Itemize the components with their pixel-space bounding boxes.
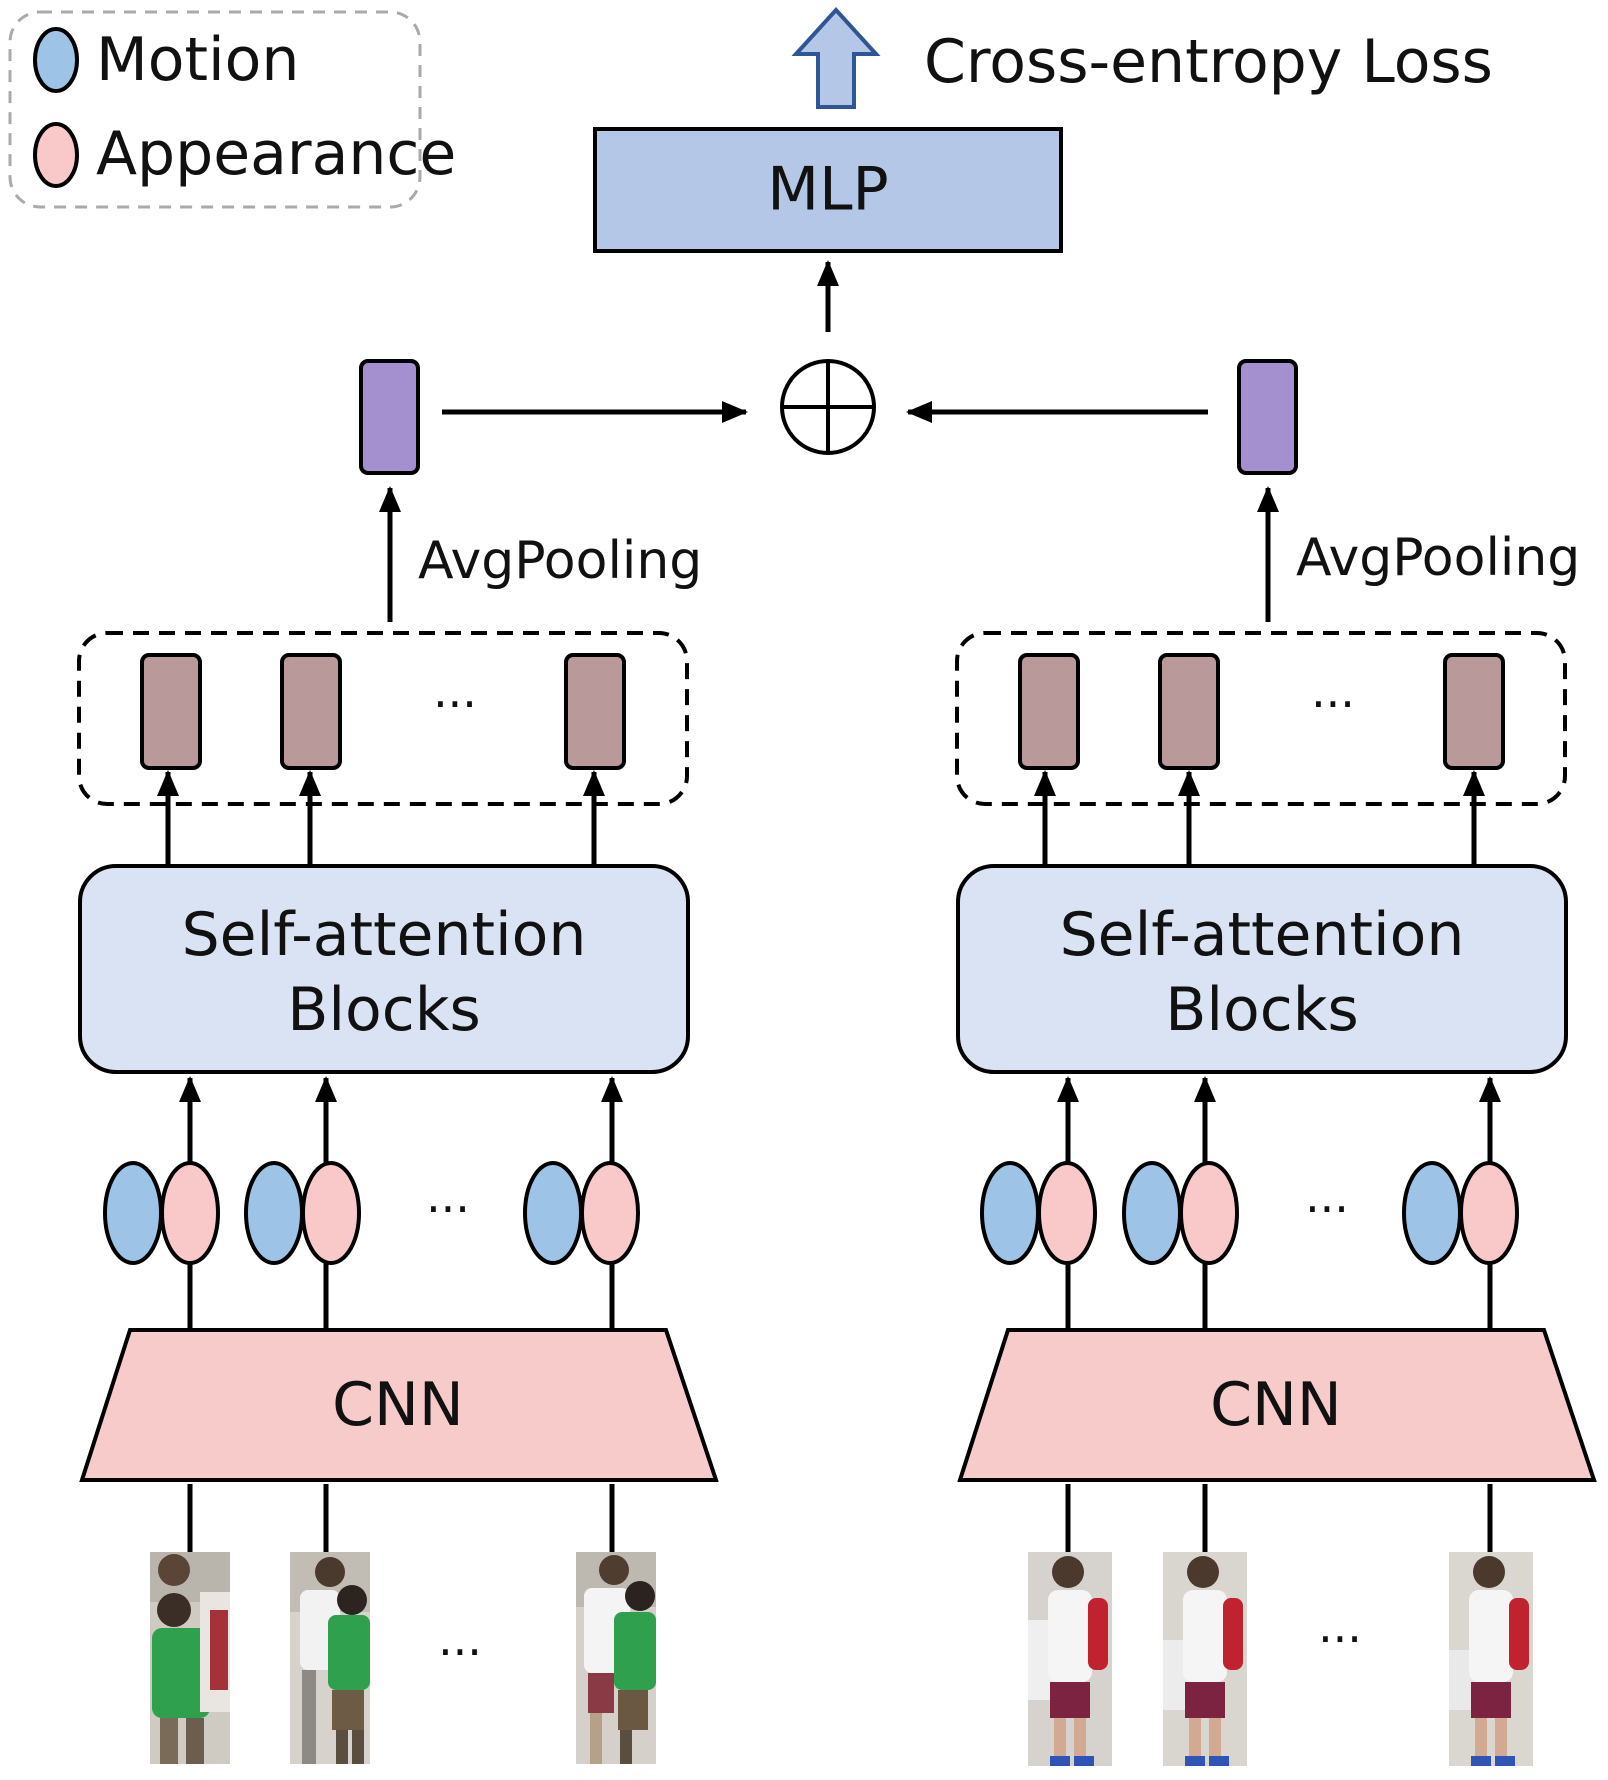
mlp-box [593, 127, 1063, 253]
input-frame [150, 1552, 230, 1764]
avgpool-label: AvgPooling [418, 531, 702, 591]
feature-pair [103, 1161, 220, 1265]
pair-ellipsis: ··· [426, 1182, 470, 1236]
appearance-token-icon [1037, 1161, 1097, 1265]
motion-token-icon [1122, 1161, 1182, 1265]
motion-token-icon [103, 1161, 163, 1265]
appearance-token-icon [160, 1161, 220, 1265]
input-frame [1028, 1552, 1112, 1766]
loss-output: Cross-entropy Loss [791, 7, 1493, 109]
loss-arrow-icon [791, 7, 881, 109]
motion-token-icon [244, 1161, 304, 1265]
output-token [1018, 653, 1080, 770]
output-token [564, 653, 626, 770]
self-attention-label-line1: Self-attention [1060, 900, 1465, 970]
self-attention-block [956, 864, 1568, 1074]
pair-ellipsis: ··· [1305, 1182, 1349, 1236]
appearance-legend-label: Appearance [96, 119, 456, 189]
sum-node [780, 359, 876, 455]
feature-pair [244, 1161, 361, 1265]
input-frame [1449, 1552, 1533, 1766]
input-frame [290, 1552, 370, 1764]
appearance-token-icon [580, 1161, 640, 1265]
right-branch: AvgPooling ··· Self-attention Blocks [955, 359, 1597, 1766]
motion-token-icon [980, 1161, 1040, 1265]
output-token [1158, 653, 1220, 770]
output-token [280, 653, 342, 770]
motion-legend-label: Motion [96, 25, 299, 95]
motion-token-icon [1402, 1161, 1462, 1265]
feature-pair [1122, 1161, 1239, 1265]
feature-pair [523, 1161, 640, 1265]
self-attention-label-line2: Blocks [287, 975, 481, 1045]
output-token [140, 653, 202, 770]
pooled-feature [1237, 359, 1298, 475]
self-attention-label-line2: Blocks [1165, 975, 1359, 1045]
token-group-frame [955, 631, 1567, 806]
input-frame [576, 1552, 656, 1764]
token-group-frame [77, 631, 689, 806]
self-attention-block [78, 864, 690, 1074]
input-frame [1163, 1552, 1247, 1766]
feature-pair [1402, 1161, 1519, 1265]
token-ellipsis: ··· [433, 677, 477, 731]
left-branch: AvgPooling ··· Self-attention Blocks [77, 359, 719, 1764]
motion-token-icon [523, 1161, 583, 1265]
self-attention-label-line1: Self-attention [182, 900, 587, 970]
mlp-label: MLP [767, 155, 888, 225]
mlp-block: MLP [593, 127, 1063, 253]
loss-label: Cross-entropy Loss [924, 27, 1493, 97]
feature-pair [980, 1161, 1097, 1265]
appearance-token-icon [1179, 1161, 1239, 1265]
token-ellipsis: ··· [1311, 677, 1355, 731]
motion-legend-icon [33, 27, 79, 93]
output-token [1443, 653, 1505, 770]
appearance-legend-icon [33, 122, 79, 188]
frame-ellipsis: ··· [1318, 1612, 1362, 1666]
cnn-block [957, 1328, 1597, 1482]
frame-ellipsis: ··· [438, 1625, 482, 1679]
appearance-token-icon [1459, 1161, 1519, 1265]
pooled-feature [359, 359, 420, 475]
appearance-token-icon [301, 1161, 361, 1265]
cnn-label: CNN [332, 1370, 464, 1440]
cnn-label: CNN [1210, 1370, 1342, 1440]
cnn-block [79, 1328, 719, 1482]
legend-frame [8, 10, 422, 209]
legend: Motion Appearance [8, 10, 456, 209]
avgpool-label: AvgPooling [1296, 528, 1580, 588]
